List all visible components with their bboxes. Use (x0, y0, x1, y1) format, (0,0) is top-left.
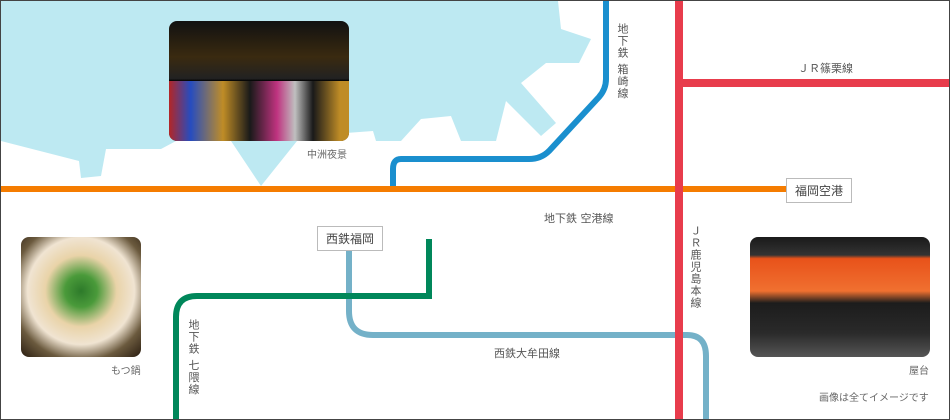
label-kagoshima: ＪＲ鹿児島本線 (689, 225, 702, 309)
caption-motsunabe: もつ鍋 (111, 366, 141, 377)
image-note: 画像は全てイメージです (819, 393, 929, 404)
label-hakozaki: 地下鉄 箱崎線 (616, 23, 629, 100)
line-omuta (346, 249, 709, 419)
line-hakozaki (390, 1, 609, 189)
line-nanakuma (173, 239, 432, 419)
label-omuta: 西鉄大牟田線 (494, 347, 560, 360)
photo-motsunabe (21, 237, 141, 357)
photo-nakasu-night (169, 21, 349, 141)
station-nishitetsu-fukuoka[interactable]: 西鉄福岡 (317, 226, 384, 251)
caption-yatai: 屋台 (909, 366, 929, 377)
station-airport[interactable]: 福岡空港 (786, 178, 853, 203)
caption-nakasu: 中洲夜景 (307, 150, 347, 161)
label-sasaguri: ＪＲ篠栗線 (798, 62, 853, 75)
label-nanakuma: 地下鉄 七隈線 (187, 319, 200, 396)
photo-yatai (750, 237, 930, 357)
label-kuko: 地下鉄 空港線 (544, 212, 614, 225)
